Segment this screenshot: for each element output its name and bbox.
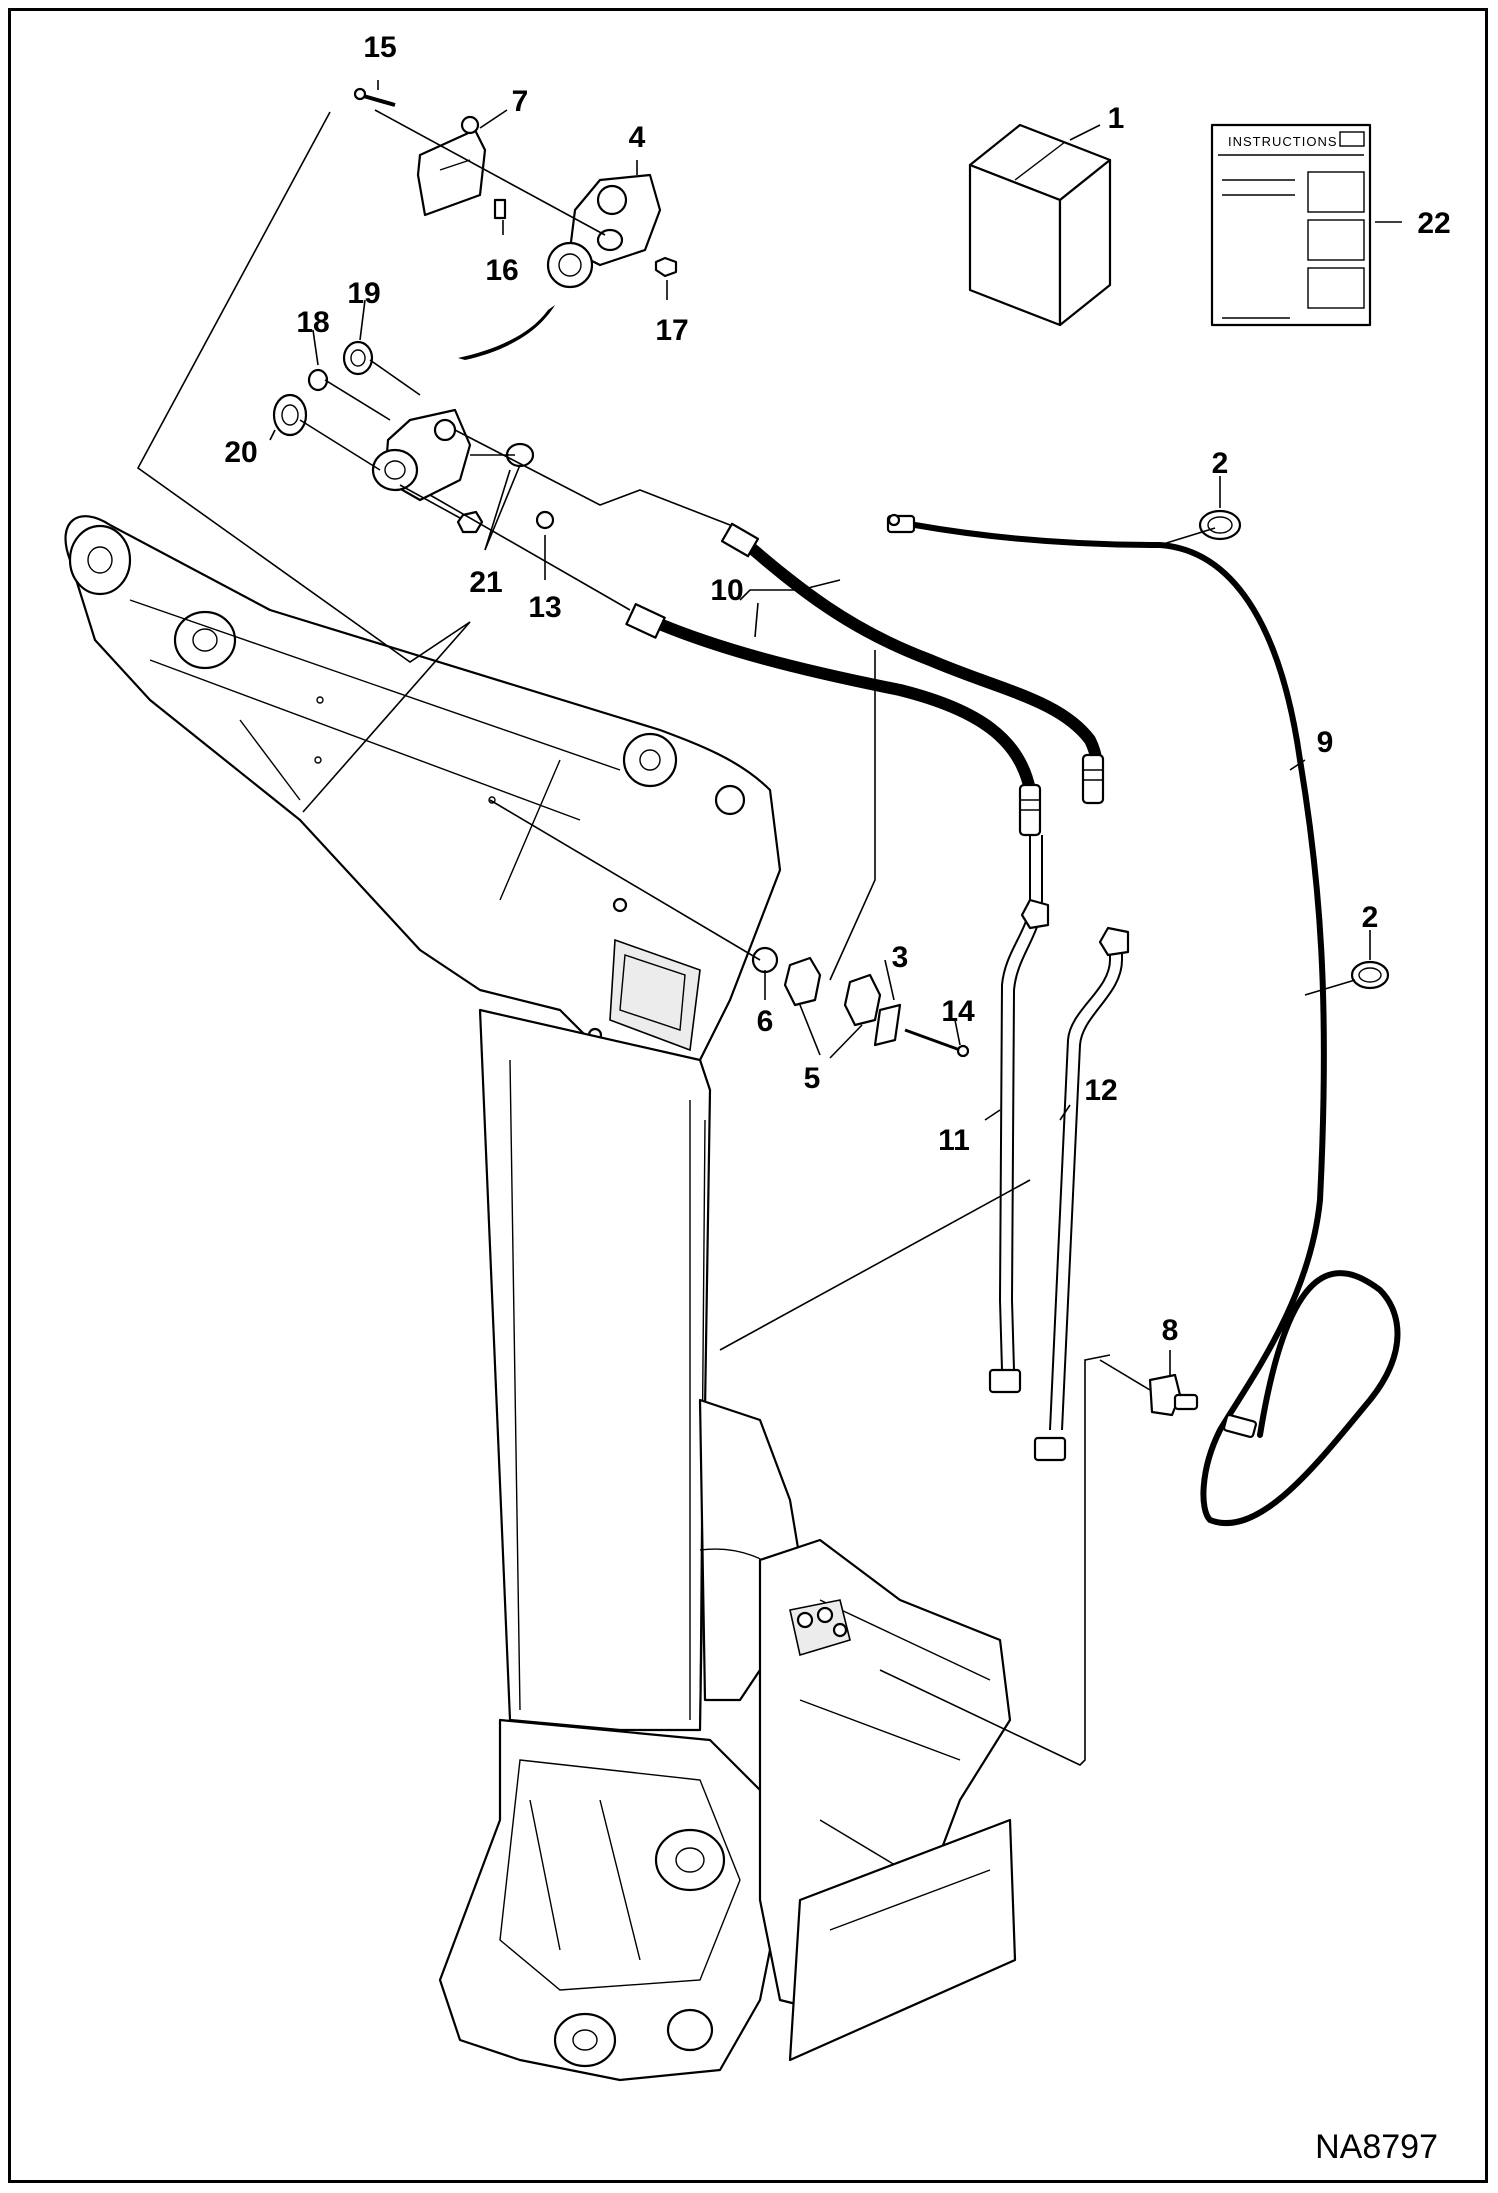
callout-5: 5 xyxy=(804,1062,821,1095)
callout-1: 1 xyxy=(1108,102,1125,135)
coupler-exploded-view xyxy=(136,87,731,813)
callout-9: 9 xyxy=(1317,726,1334,759)
callout-22: 22 xyxy=(1417,207,1450,240)
callout-18: 18 xyxy=(296,306,329,339)
callout-15: 15 xyxy=(363,31,396,64)
callout-17: 17 xyxy=(655,314,688,347)
callout-16: 16 xyxy=(485,254,518,287)
callout-2-upper: 2 xyxy=(1212,447,1229,480)
callout-2-lower: 2 xyxy=(1362,901,1379,934)
callout-10: 10 xyxy=(710,574,743,607)
callout-19: 19 xyxy=(347,277,380,310)
callout-6: 6 xyxy=(757,1005,774,1038)
instructions-title: INSTRUCTIONS xyxy=(1228,134,1338,149)
callout-7: 7 xyxy=(512,85,529,118)
hose-assembly xyxy=(489,509,1401,1527)
callout-labels: 1 2 2 3 4 5 6 7 8 9 10 11 12 13 14 15 16… xyxy=(224,31,1450,1347)
callout-8: 8 xyxy=(1162,1314,1179,1347)
callout-13: 13 xyxy=(528,591,561,624)
drawing-border xyxy=(8,8,1488,2183)
instructions-sheet: INSTRUCTIONS xyxy=(1210,123,1372,327)
callout-4: 4 xyxy=(629,121,646,154)
drawing-code: NA8797 xyxy=(1315,2128,1438,2166)
callout-21: 21 xyxy=(469,566,502,599)
callout-12: 12 xyxy=(1084,1074,1117,1107)
callout-14: 14 xyxy=(941,995,975,1028)
kit-box xyxy=(968,123,1112,327)
leader-lines xyxy=(269,80,1402,1766)
callout-3: 3 xyxy=(892,941,909,974)
callout-11: 11 xyxy=(938,1124,970,1157)
boom-assembly xyxy=(64,515,1017,2082)
callout-20: 20 xyxy=(224,436,257,469)
